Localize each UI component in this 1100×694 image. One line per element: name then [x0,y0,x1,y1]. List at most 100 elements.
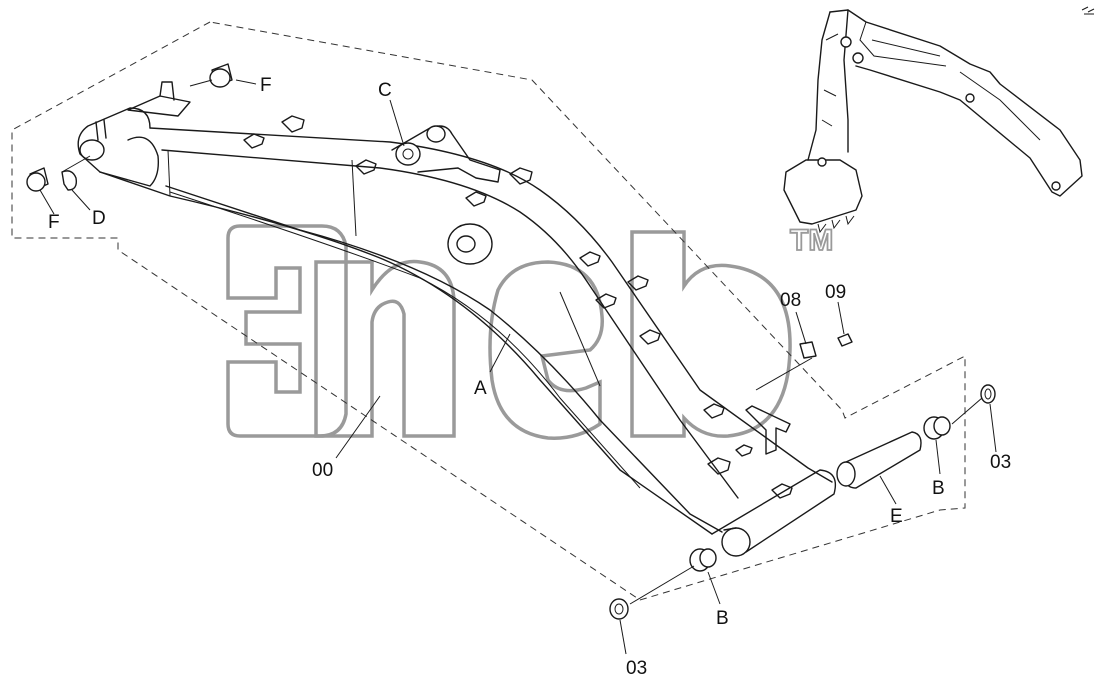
watermark-glyph-3 [488,260,604,440]
clip-7 [627,275,649,291]
callout-labels: F F D C A 00 08 09 03 B E B 03 [48,75,1011,679]
label-00: 00 [312,460,333,481]
thumb-pin-1 [840,36,852,48]
thumb-boom [829,9,1083,197]
boom-foot-side [99,136,160,187]
label-09: 09 [825,282,846,303]
loose-parts [26,63,996,620]
leader-c [389,99,405,147]
clip-6 [579,251,601,267]
thumb-pin-4 [1051,181,1061,191]
clip-11 [735,444,753,457]
boom-nose-pin-hole [721,527,751,557]
watermark-glyph-2 [314,259,456,438]
shim-03-right-bore [984,388,992,400]
label-08: 08 [780,290,801,311]
axis-bottom [629,565,695,605]
thumb-pin-5 [817,157,827,167]
label-f-top: F [260,75,272,96]
bushing-c-bore [402,148,414,160]
label-b-right: B [932,478,945,499]
corner-mark [1081,6,1095,15]
thumb-arm-detail [821,33,839,127]
clip-5 [465,191,487,207]
boom-seam-1 [351,159,357,237]
boom-top-edge [149,127,833,483]
axis-08 [755,357,813,391]
boom-flange-line [169,191,641,489]
boom-foot-top-plate [127,95,191,117]
label-e: E [890,506,903,527]
clip-1 [281,115,305,133]
watermark: TM [226,223,834,440]
bushing-f-top [209,68,231,88]
leader-d [71,189,91,211]
boom-foot-bracket [77,107,151,173]
clip-4 [509,167,533,185]
bushing-c [395,142,421,166]
leader-08 [795,311,807,345]
bolt-09 [837,333,853,347]
assembly-outline [11,21,966,601]
thumb-arm-front [807,11,831,161]
watermark-glyph-1 [226,224,348,438]
clip-13 [771,483,793,499]
label-c: C [378,80,392,101]
shim-03-bottom [609,598,629,620]
boom-foot-lug [95,119,107,141]
label-f-left: F [48,212,60,233]
boom-bottom-edge-2 [165,185,723,533]
shim-d-axis [61,155,91,173]
boom-foot-pin-hole [79,139,105,161]
pin-e [843,431,922,489]
clip-9 [639,329,661,345]
label-d: D [92,208,106,229]
clip-10 [703,403,725,419]
boom-seam-2 [559,291,601,387]
boom-cylinder-boss-hole [456,235,476,253]
axis-right-1 [951,397,983,425]
watermark-tm: TM [790,224,833,257]
boom-nose-plate [711,469,837,553]
clip-3 [355,159,377,175]
leader-f-left [39,189,55,215]
thumb-pin-2 [852,52,864,64]
thumb-bucket [783,159,863,225]
pin-e-end [836,461,856,487]
leader-b-bottom [707,571,721,605]
label-b-bottom: B [716,608,729,629]
bushing-b-bottom-face [699,548,717,568]
label-a: A [474,378,487,399]
leader-b-right [935,439,941,475]
boom-nose-edge [723,527,737,531]
leader-03-right [989,403,997,453]
excavator-thumbnail [783,9,1083,234]
clip-12 [707,457,731,475]
shim-d [61,170,78,191]
leader-03-bottom [619,619,627,655]
leader-00 [335,395,381,459]
thumb-arm-back [843,9,849,153]
bushing-b-right-face [933,416,951,436]
leader-e [879,475,897,505]
boom-top-inner-edge [161,149,739,499]
watermark-glyph-4 [630,230,792,438]
boom-foot-tab [159,81,175,101]
boom-bottom-edge-1 [99,171,713,535]
label-03-right: 03 [990,452,1011,473]
boom-upper-bracket-hole [426,125,446,143]
boom-body [77,81,837,557]
leader-f-top [235,79,257,85]
leader-a [489,333,511,373]
thumb-bucket-teeth [817,215,855,234]
leader-lines [39,79,997,655]
shim-03-right [980,384,996,404]
bushing-f-left [26,172,46,192]
boom-group-outline [11,21,966,601]
clip-2 [243,133,265,149]
hose-bracket [745,405,791,455]
corner-tick [1081,6,1095,15]
label-03-bottom: 03 [626,658,647,679]
